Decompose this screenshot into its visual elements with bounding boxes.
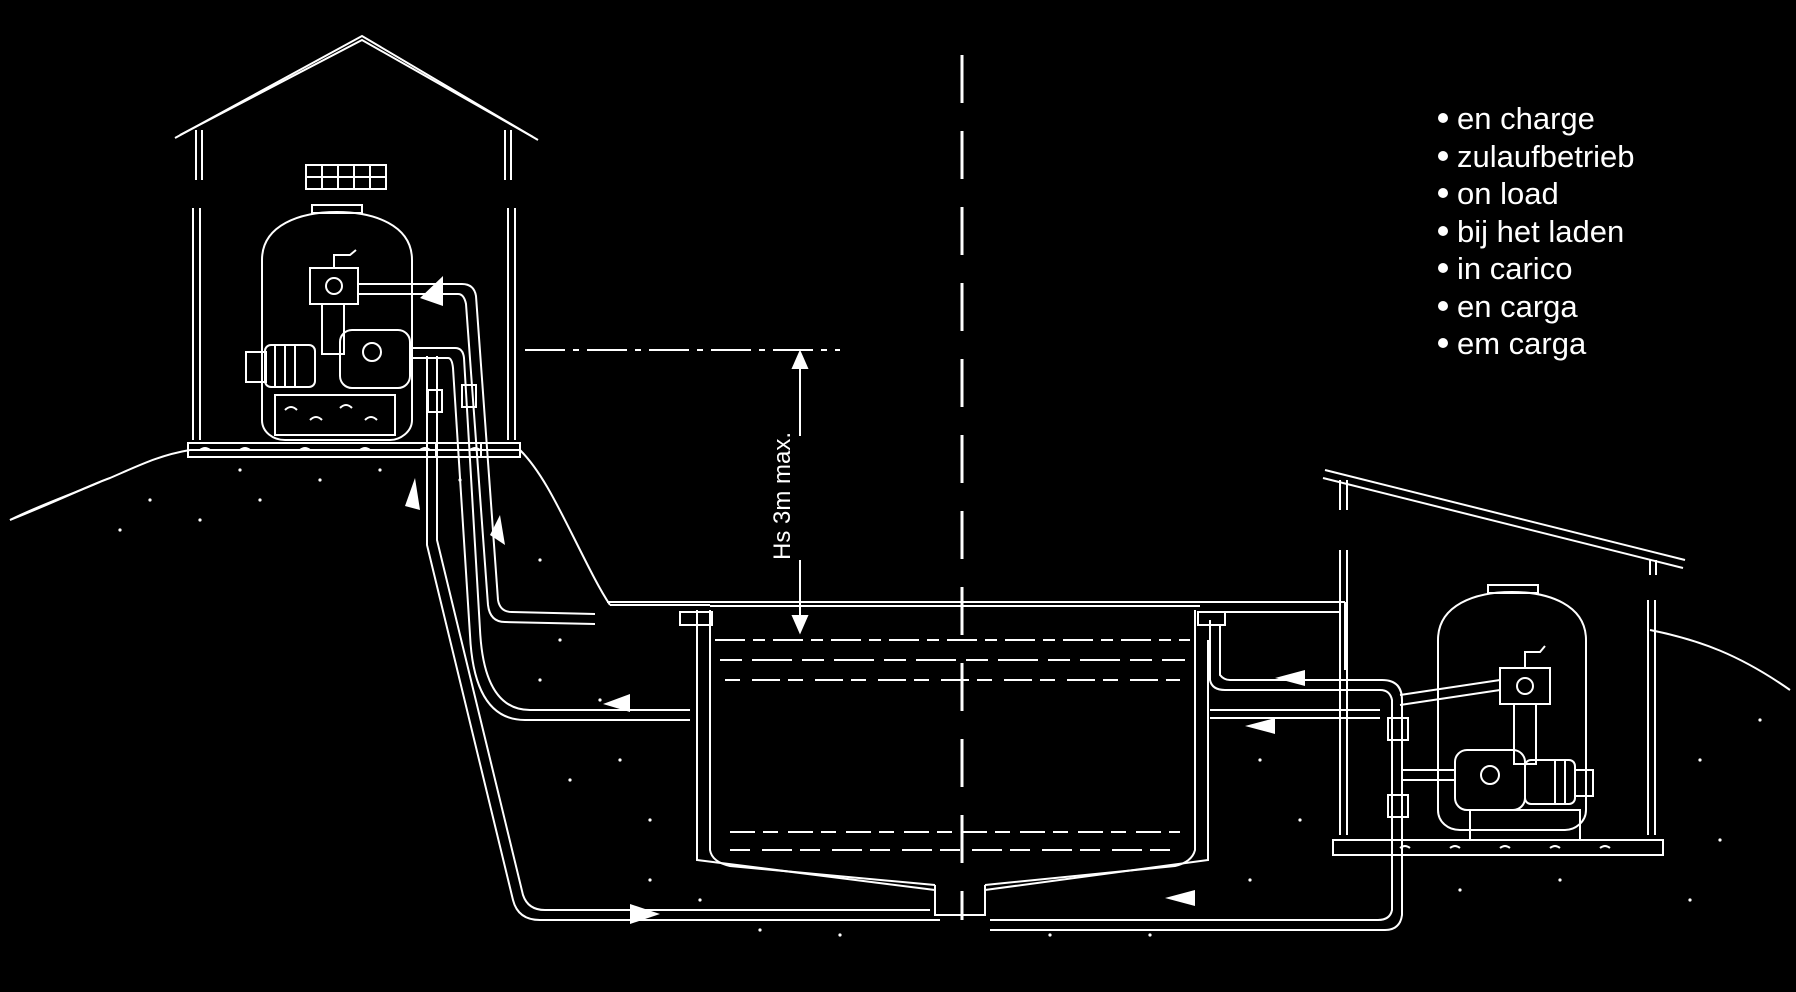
svg-text:zulaufbetrieb: zulaufbetrieb bbox=[1457, 139, 1635, 174]
left-filter-unit bbox=[245, 204, 413, 441]
right-filter-unit bbox=[1437, 584, 1594, 841]
svg-text:bij het laden: bij het laden bbox=[1457, 214, 1624, 249]
svg-text:en charge: en charge bbox=[1457, 101, 1595, 136]
right-ground bbox=[1210, 601, 1791, 691]
height-dimension bbox=[525, 349, 840, 635]
right-shed-slab bbox=[1332, 839, 1664, 856]
right-multiport-valve bbox=[1499, 667, 1551, 705]
right-filter-tank bbox=[1437, 590, 1587, 831]
svg-text:on load: on load bbox=[1457, 176, 1559, 211]
right-pump-motor bbox=[1524, 759, 1576, 805]
right-pipes bbox=[990, 620, 1501, 931]
right-pump-shed bbox=[1322, 469, 1686, 856]
svg-text:in carico: in carico bbox=[1457, 251, 1572, 286]
legend-item: on load bbox=[1438, 176, 1559, 211]
left-valve-1 bbox=[427, 389, 443, 413]
left-pump-motor bbox=[264, 344, 316, 388]
svg-text:em carga: em carga bbox=[1457, 326, 1587, 361]
soil-texture bbox=[118, 468, 1762, 937]
right-valve-2 bbox=[1387, 794, 1409, 818]
legend-item: en carga bbox=[1438, 289, 1578, 324]
left-pump-house bbox=[174, 34, 539, 458]
pool bbox=[607, 601, 1210, 916]
legend-item: zulaufbetrieb bbox=[1438, 139, 1635, 174]
skimmers bbox=[679, 611, 1226, 626]
legend: en charge zulaufbetrieb on load bij het … bbox=[1438, 101, 1635, 361]
right-valve-1 bbox=[1387, 717, 1409, 741]
legend-item: bij het laden bbox=[1438, 214, 1624, 249]
left-flow-arrows bbox=[405, 276, 660, 924]
right-shed-roof bbox=[1324, 469, 1686, 561]
left-house-window bbox=[305, 164, 387, 190]
left-house-slab bbox=[187, 442, 521, 458]
left-hill bbox=[9, 449, 710, 606]
left-house-roof bbox=[174, 34, 539, 141]
left-multiport-valve bbox=[309, 267, 359, 305]
right-flow-arrows bbox=[1165, 670, 1305, 906]
height-label: Hs 3m max. bbox=[769, 432, 796, 560]
left-pump bbox=[339, 329, 411, 389]
legend-item: in carico bbox=[1438, 251, 1572, 286]
left-pipes bbox=[358, 283, 940, 921]
legend-item: en charge bbox=[1438, 101, 1595, 136]
legend-item: em carga bbox=[1438, 326, 1587, 361]
left-valve-2 bbox=[461, 384, 477, 408]
left-filter-tank bbox=[261, 210, 413, 441]
svg-text:en carga: en carga bbox=[1457, 289, 1578, 324]
